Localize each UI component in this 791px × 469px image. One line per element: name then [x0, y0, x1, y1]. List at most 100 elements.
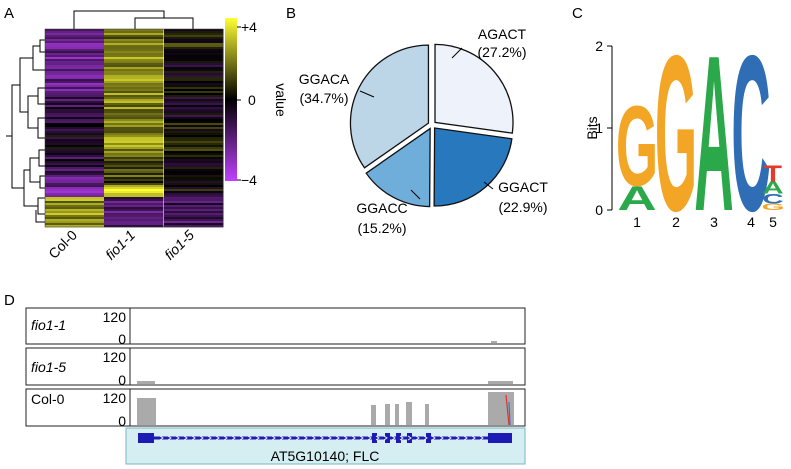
heatmap-cell — [104, 47, 164, 50]
heatmap-cell — [104, 203, 164, 206]
track-ymax: 120 — [103, 390, 127, 406]
gene-strand-arrow — [367, 435, 372, 441]
gene-exon — [396, 433, 401, 443]
panel-a-label: A — [4, 5, 14, 22]
heatmap-cell — [104, 213, 164, 216]
heatmap-cell — [164, 59, 224, 62]
gene-strand-arrow — [167, 435, 172, 441]
heatmap-cell — [164, 219, 224, 222]
heatmap-cell — [45, 137, 105, 140]
logo-letter-a-pos1: A — [617, 179, 656, 217]
column-label-fio1-1: fio1-1 — [102, 227, 138, 263]
gene-label: AT5G10140; FLC — [271, 448, 380, 464]
heatmap-cell — [104, 55, 164, 58]
heatmap-cell — [104, 185, 164, 188]
gene-strand-arrow — [423, 435, 428, 441]
heatmap-cell — [164, 65, 224, 68]
heatmap-cell — [45, 29, 105, 32]
heatmap-cell — [164, 49, 224, 52]
heatmap-cell — [45, 207, 105, 210]
heatmap-cell — [45, 177, 105, 180]
logo-ylabel: Bits — [584, 116, 600, 139]
gene-strand-arrow — [399, 435, 404, 441]
heatmap-cell — [45, 123, 105, 126]
gene-strand-arrow — [431, 435, 436, 441]
heatmap-cell — [45, 187, 105, 190]
gene-strand-arrow — [311, 435, 316, 441]
logo-xtick-4: 4 — [747, 214, 755, 230]
heatmap-cell — [164, 103, 224, 106]
track-ymax: 120 — [103, 309, 127, 325]
dendrogram-branch — [39, 175, 45, 189]
dendrogram-branch — [37, 87, 45, 105]
gene-strand-arrow — [247, 435, 252, 441]
heatmap-cell — [164, 195, 224, 198]
heatmap-cell — [104, 225, 164, 228]
heatmap-cell — [104, 33, 164, 36]
heatmap-cell — [45, 93, 105, 96]
track-ymin: 0 — [118, 413, 126, 429]
heatmap-cell — [104, 141, 164, 144]
heatmap-cell — [45, 111, 105, 114]
heatmap-cell — [45, 65, 105, 68]
heatmap-cell — [164, 159, 224, 162]
heatmap-cell — [104, 85, 164, 88]
heatmap-cell — [104, 59, 164, 62]
heatmap-cell — [45, 85, 105, 88]
heatmap-cell — [45, 185, 105, 188]
heatmap-cell — [45, 97, 105, 100]
logo-y-ticks: 0 1 2 — [595, 38, 603, 218]
heatmap-cell — [45, 141, 105, 144]
heatmap-cell — [45, 69, 105, 72]
gene-strand-arrow — [271, 435, 276, 441]
dendrogram-branch — [11, 84, 24, 189]
heatmap-cell — [164, 125, 224, 128]
heatmap-cell — [45, 215, 105, 218]
gene-strand-arrow — [343, 435, 348, 441]
track-name-box — [25, 388, 131, 427]
heatmap-cell — [104, 53, 164, 56]
heatmap-cell — [164, 29, 224, 32]
heatmap-cell — [45, 183, 105, 186]
track-fio1-1: fio1-1 120 0 — [25, 307, 526, 347]
gene-strand-arrow — [303, 435, 308, 441]
heatmap-cell — [104, 167, 164, 170]
track-col-0: Col-0 120 0 — [25, 388, 526, 429]
heatmap-cell — [164, 121, 224, 124]
gene-exon — [372, 433, 377, 443]
gene-strand-arrow — [223, 435, 228, 441]
heatmap-cell — [104, 79, 164, 82]
heatmap-cell — [104, 171, 164, 174]
heatmap-cell — [164, 153, 224, 156]
heatmap-cell — [104, 143, 164, 146]
heatmap-cell — [164, 117, 224, 120]
heatmap-cell — [104, 161, 164, 164]
heatmap-cell — [104, 125, 164, 128]
logo-letter-g-pos2: G — [655, 11, 697, 258]
dendrogram-branch — [35, 210, 45, 223]
heatmap-cell — [104, 169, 164, 172]
heatmap-cell — [164, 193, 224, 196]
dendrogram-branch — [19, 57, 33, 113]
heatmap-cell — [164, 165, 224, 168]
gene-strand-arrow — [207, 435, 212, 441]
heatmap-cell — [45, 61, 105, 64]
gene-strand-arrow — [471, 435, 476, 441]
heatmap-cell — [45, 31, 105, 34]
heatmap-cell — [104, 183, 164, 186]
gene-exon — [138, 433, 154, 443]
heatmap-cell — [164, 145, 224, 148]
heatmap-cell — [104, 115, 164, 118]
heatmap-cell — [45, 155, 105, 158]
gene-strand-arrow — [351, 435, 356, 441]
heatmap-cell — [164, 115, 224, 118]
pie-value-ggact: (22.9%) — [498, 199, 547, 215]
heatmap-cell — [104, 101, 164, 104]
heatmap-cell — [104, 159, 164, 162]
heatmap-cell — [104, 175, 164, 178]
heatmap-cell — [45, 83, 105, 86]
panel-c-label: C — [572, 5, 583, 22]
logo-letter-a-pos3: A — [694, 11, 733, 258]
heatmap-cell — [45, 209, 105, 212]
heatmap-cell — [164, 101, 224, 104]
